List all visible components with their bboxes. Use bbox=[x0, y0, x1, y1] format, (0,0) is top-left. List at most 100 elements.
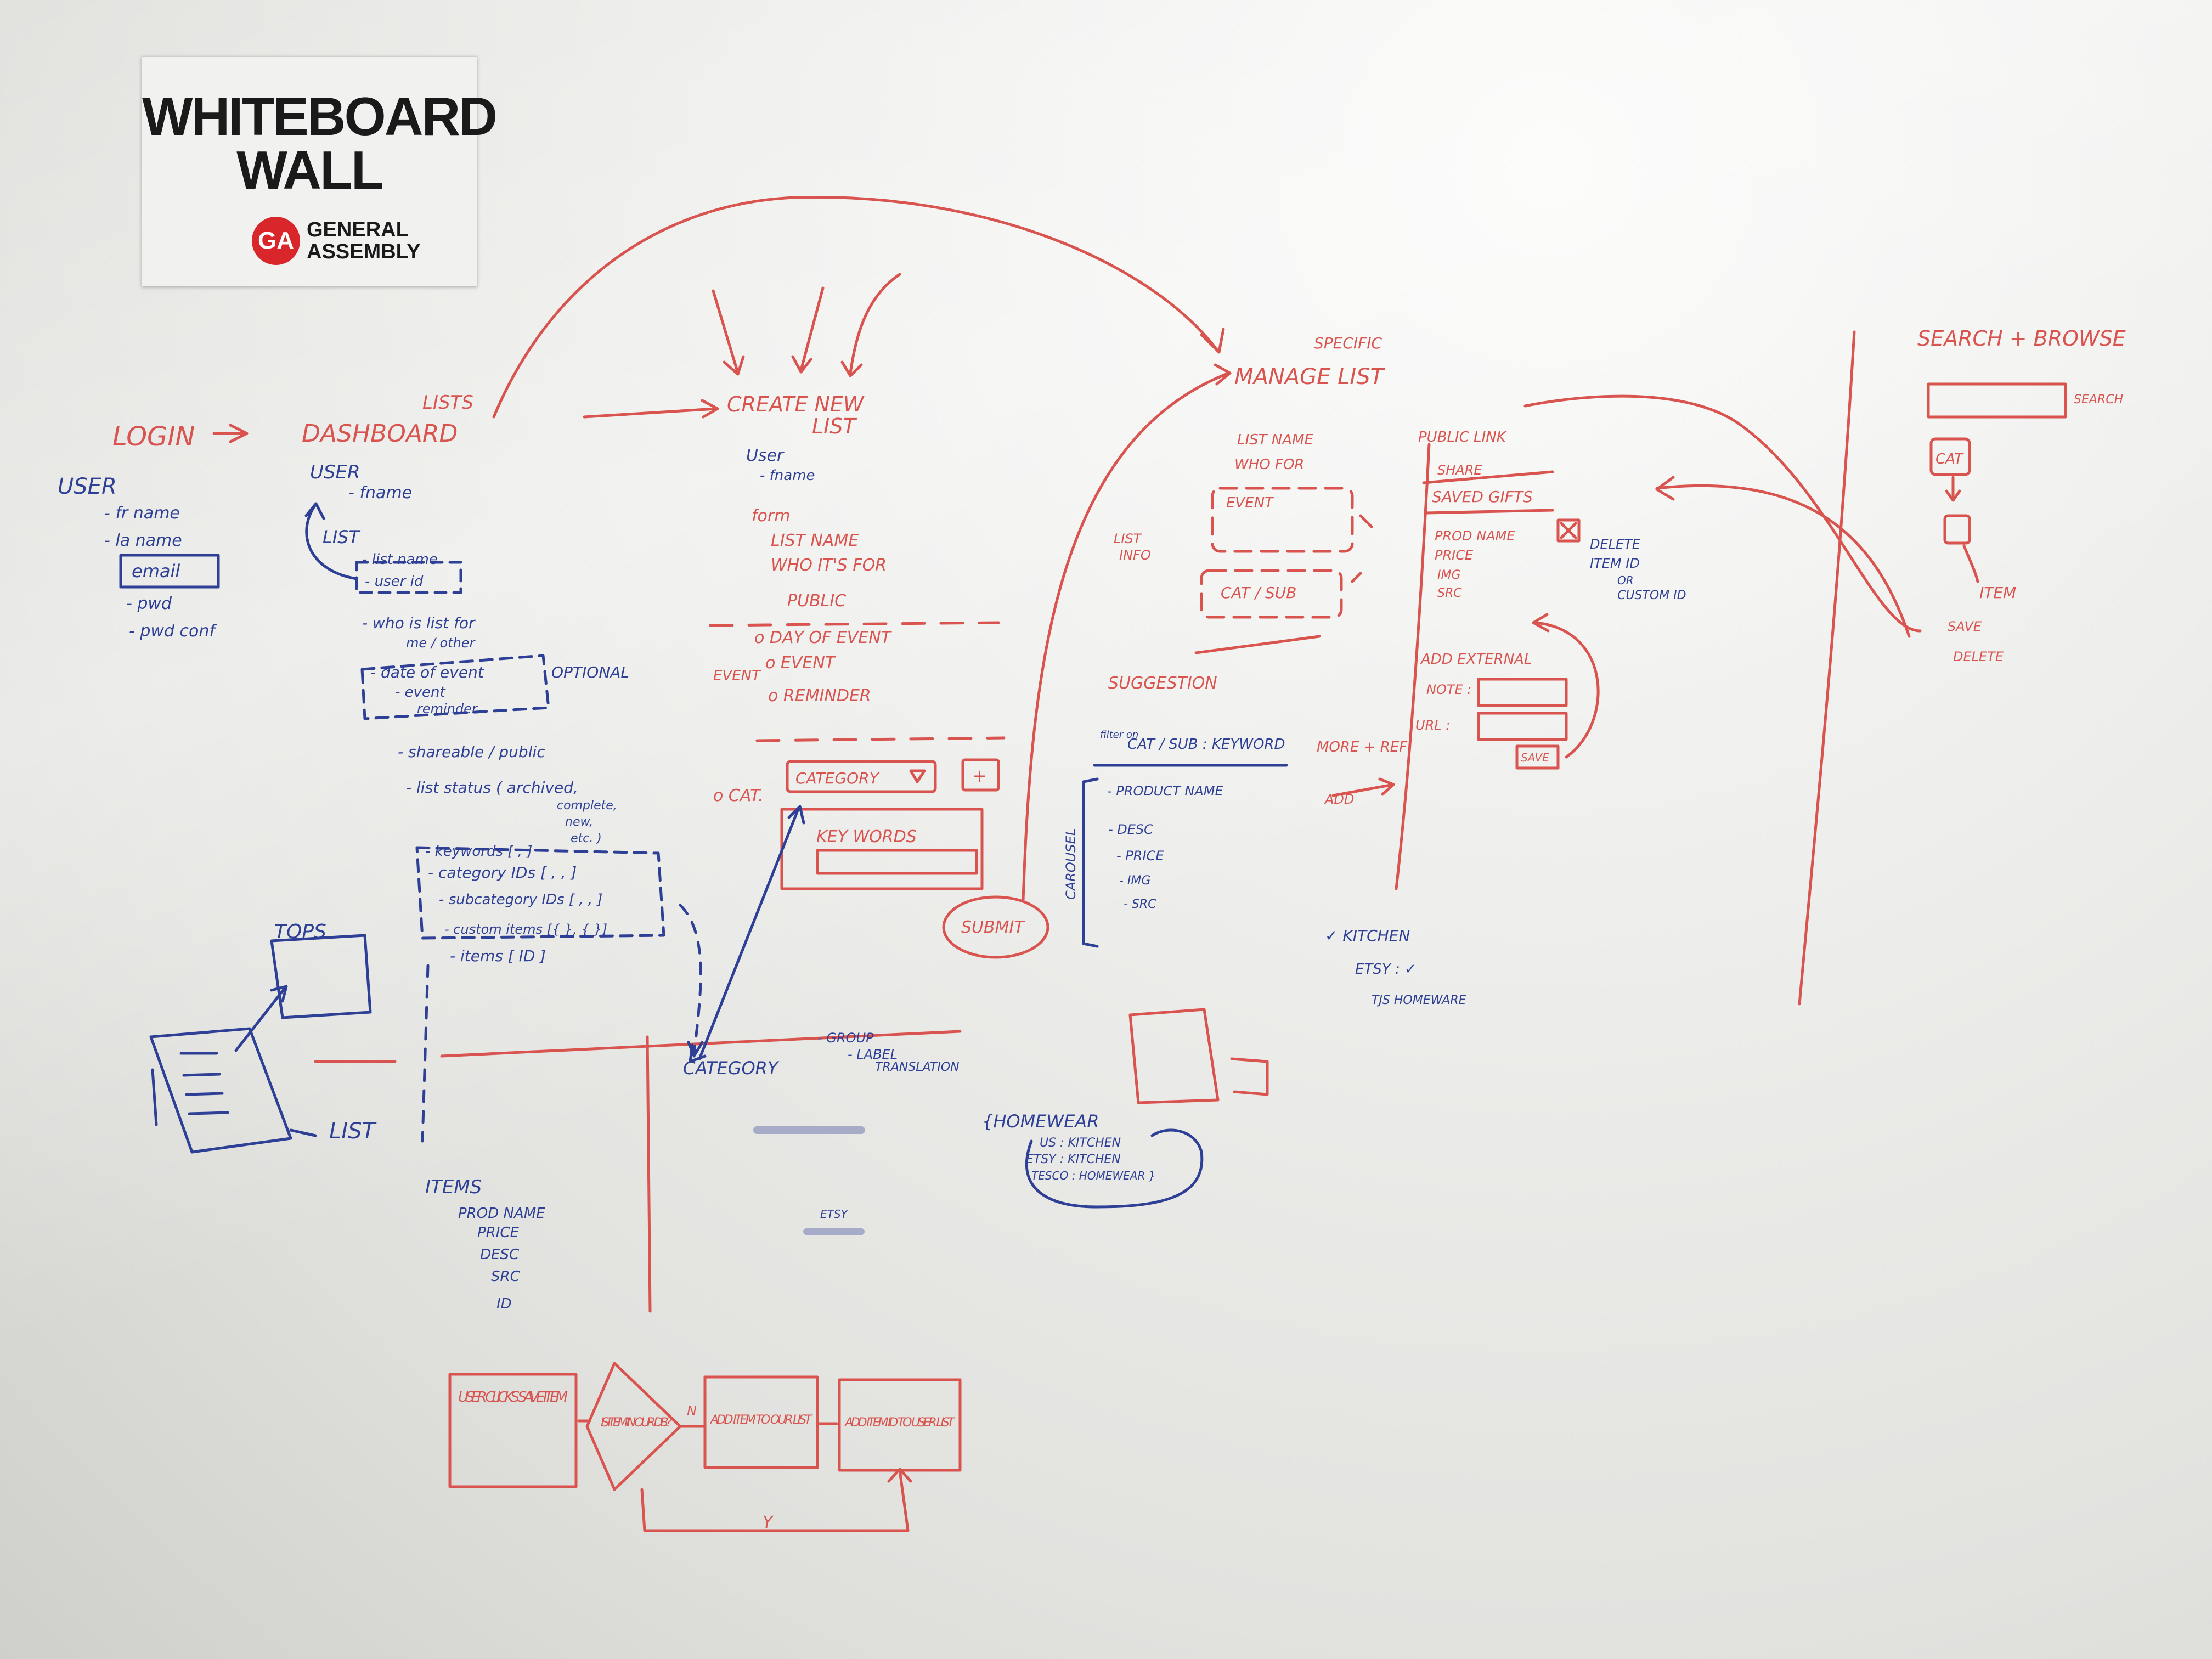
flow-yes-label: Y bbox=[763, 1513, 774, 1532]
dashboard-category-ids: - category IDs [ , , ] bbox=[428, 864, 577, 882]
red-labels: LOGIN DASHBOARD LISTS CREATE NEW LIST fo… bbox=[112, 326, 2126, 1532]
items-entity-title: ITEMS bbox=[425, 1176, 482, 1198]
create-user: User bbox=[746, 446, 785, 465]
add-category-box bbox=[961, 758, 1000, 792]
search-divider bbox=[1798, 330, 1856, 1006]
add-external: ADD EXTERNAL bbox=[1420, 651, 1532, 668]
create-public: PUBLIC bbox=[787, 591, 846, 611]
create-user-fname: - fname bbox=[760, 467, 815, 484]
ga-logo-icon: GA bbox=[252, 217, 300, 265]
category-table-title: CATEGORY bbox=[683, 1058, 780, 1079]
category-dropdown-box bbox=[786, 760, 937, 793]
login-field-5: - pwd conf bbox=[129, 622, 217, 641]
flow-decision-label: IS ITEM IN OUR DB? bbox=[601, 1416, 672, 1430]
search-save: SAVE bbox=[1948, 619, 1982, 634]
create-who-for: WHO IT'S FOR bbox=[771, 556, 887, 575]
dashboard-date-event: - date of event bbox=[370, 663, 484, 681]
blue-strokes bbox=[119, 502, 1288, 1235]
homewear-line-1: US : KITCHEN bbox=[1040, 1136, 1121, 1150]
carousel-img: - IMG bbox=[1119, 874, 1150, 888]
items-field-5: ID bbox=[496, 1296, 512, 1312]
search-title: SEARCH + BROWSE bbox=[1917, 326, 2126, 351]
login-title: LOGIN bbox=[112, 421, 195, 452]
create-list-name: LIST NAME bbox=[771, 531, 859, 550]
dashboard-who-for-2: me / other bbox=[406, 635, 476, 651]
dashboard-optional: OPTIONAL bbox=[551, 663, 629, 681]
kitchen-line-1: ✓ KITCHEN bbox=[1325, 927, 1410, 945]
flow-decision-diamond bbox=[585, 1362, 682, 1491]
create-list-title-2: LIST bbox=[812, 414, 857, 438]
submit-ellipse bbox=[942, 895, 1049, 959]
flow-step2-label: ADD ITEM TO OUR LIST bbox=[709, 1413, 813, 1427]
kitchen-line-2: ETSY : ✓ bbox=[1355, 961, 1417, 978]
event-box bbox=[1211, 487, 1354, 553]
create-event: o EVENT bbox=[765, 653, 837, 673]
dashboard-subcategory-ids: - subcategory IDs [ , , ] bbox=[439, 891, 602, 908]
blue-labels: USER - fr name - la name email - pwd - p… bbox=[58, 446, 1686, 1312]
cat-sub-keyword: CAT / SUB : KEYWORD bbox=[1127, 736, 1285, 753]
create-form-label: form bbox=[752, 506, 790, 526]
dashboard-keywords: - keywords [ , ] bbox=[425, 843, 532, 860]
flow-no-label: N bbox=[687, 1403, 697, 1419]
create-keywords: KEY WORDS bbox=[816, 827, 917, 847]
dashboard-user: USER bbox=[310, 461, 360, 483]
login-field-4: - pwd bbox=[126, 594, 172, 613]
dashboard-title: DASHBOARD bbox=[302, 420, 458, 448]
save-external-button[interactable]: SAVE bbox=[1521, 751, 1549, 764]
item-id-label: ITEM ID bbox=[1590, 556, 1640, 571]
homewear-line-2: ETSY : KITCHEN bbox=[1026, 1153, 1121, 1166]
sign-title: WHITEBOARD WALL bbox=[142, 86, 498, 200]
arc-dashboard-to-manage bbox=[492, 195, 1220, 419]
category-dropdown-label: CATEGORY bbox=[795, 769, 880, 787]
create-list-title: CREATE NEW bbox=[727, 392, 865, 416]
dashboard-shareable: - shareable / public bbox=[398, 743, 545, 761]
items-field-2: PRICE bbox=[477, 1224, 520, 1241]
dashboard-status-4: etc. ) bbox=[571, 832, 602, 845]
tops-label: TOPS bbox=[274, 921, 326, 943]
manage-list-title: MANAGE LIST bbox=[1234, 364, 1386, 390]
items-field-1: PROD NAME bbox=[458, 1205, 545, 1222]
carousel-desc: - DESC bbox=[1108, 822, 1153, 837]
dashboard-user-id: - user id bbox=[365, 573, 424, 590]
search-label: SEARCH bbox=[2074, 393, 2123, 407]
saved-prod-name: PROD NAME bbox=[1435, 528, 1515, 544]
create-reminder: o REMINDER bbox=[768, 686, 871, 706]
carousel-price: - PRICE bbox=[1116, 848, 1164, 864]
manage-cat-sub: CAT / SUB bbox=[1221, 584, 1296, 602]
create-day-of-event: o DAY OF EVENT bbox=[754, 628, 893, 647]
login-arrow bbox=[212, 424, 249, 443]
saved-img: IMG bbox=[1437, 568, 1461, 582]
create-event-side: EVENT bbox=[713, 668, 761, 684]
carousel-product-name: - PRODUCT NAME bbox=[1107, 783, 1224, 799]
create-submit: SUBMIT bbox=[961, 918, 1025, 937]
sublist-label: LIST bbox=[329, 1119, 377, 1144]
table-vertical bbox=[646, 1035, 652, 1313]
kitchen-line-3: TJS HOMEWARE bbox=[1372, 994, 1466, 1007]
suggestion-title: SUGGESTION bbox=[1108, 674, 1217, 693]
create-cat: o CAT. bbox=[713, 786, 763, 805]
login-field-1: - fr name bbox=[104, 504, 180, 523]
dashboard-reminder: reminder bbox=[417, 701, 478, 716]
flow-step1-label: USER CLICKS SAVE ITEM bbox=[458, 1389, 568, 1406]
items-field-4: SRC bbox=[491, 1268, 521, 1285]
or-label: OR bbox=[1617, 574, 1634, 587]
dashboard-list: LIST bbox=[323, 527, 361, 548]
red-strokes bbox=[212, 195, 2067, 1532]
suggestion-add: ADD bbox=[1324, 792, 1354, 807]
login-field-2: - la name bbox=[104, 531, 182, 550]
manage-list-info: LIST bbox=[1114, 531, 1143, 546]
search-cat: CAT bbox=[1936, 451, 1964, 467]
whiteboard-wall-sign: WHITEBOARD WALL GA GENERAL ASSEMBLY bbox=[142, 56, 498, 286]
flow-step3-label: ADD ITEM ID TO USER LIST bbox=[844, 1416, 956, 1430]
dashboard-status-2: complete, bbox=[557, 799, 617, 812]
email-field-box bbox=[119, 554, 220, 589]
search-delete: DELETE bbox=[1953, 649, 2004, 664]
dashboard-status-3: new, bbox=[565, 815, 593, 829]
login-field-3: email bbox=[132, 561, 180, 582]
dashboard-list-name: - list name bbox=[362, 551, 438, 568]
cat-sub-box bbox=[1200, 569, 1343, 619]
filter-on-label: filter on bbox=[1100, 729, 1138, 741]
delete-label: DELETE bbox=[1590, 537, 1641, 552]
dashboard-items: - items [ ID ] bbox=[450, 947, 546, 965]
